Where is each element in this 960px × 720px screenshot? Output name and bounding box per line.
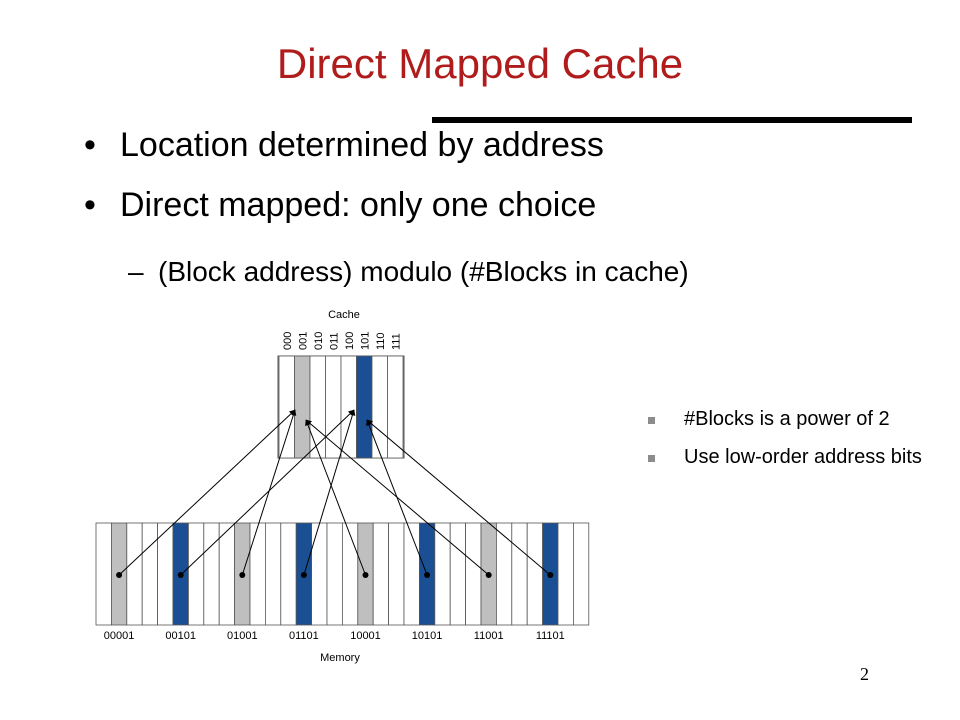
memory-block [372, 522, 390, 626]
memory-block [403, 522, 420, 626]
cache-index-label: 110 [375, 332, 387, 350]
memory-block [573, 522, 590, 626]
memory-block [434, 522, 451, 626]
mapping-arrow [366, 419, 551, 576]
memory-address-label: 00101 [165, 630, 196, 642]
memory-block [311, 522, 328, 626]
cache-index-label: 001 [297, 332, 309, 350]
cache-block [309, 355, 326, 459]
memory-address-label: 00001 [104, 630, 135, 642]
memory-block [187, 522, 205, 626]
memory-address-label: 10101 [412, 630, 443, 642]
bullet-text: Direct mapped: only one choice [120, 186, 597, 224]
memory-block [495, 522, 513, 626]
bullet-dot-icon: • [84, 126, 96, 164]
memory-block [557, 522, 574, 626]
memory-address-label: 10001 [350, 630, 381, 642]
memory-block [264, 522, 282, 626]
cache-block [294, 355, 311, 459]
bullet-item: • Direct mapped: only one choice [84, 188, 604, 222]
memory-block [526, 522, 544, 626]
cache-block [356, 355, 373, 459]
mapping-arrow [180, 409, 355, 576]
memory-address-label: 01001 [227, 630, 258, 642]
main-bullets: • Location determined by address • Direct … [84, 128, 604, 248]
memory-block [141, 522, 158, 626]
memory-block [203, 522, 220, 626]
side-notes: #Blocks is a power of 2 Use low-order ad… [648, 406, 928, 482]
bullet-dot-icon: • [84, 186, 96, 224]
square-bullet-icon [648, 455, 655, 462]
sub-bullet: –(Block address) modulo (#Blocks in cach… [128, 256, 689, 288]
mapping-arrow [241, 409, 297, 576]
cache-index-label: 010 [313, 332, 325, 350]
side-note-item: #Blocks is a power of 2 [648, 406, 928, 432]
page-number: 2 [860, 664, 869, 684]
memory-block [465, 522, 482, 626]
memory-block [280, 522, 297, 626]
memory-block [511, 522, 528, 626]
memory-block [126, 522, 143, 626]
memory-block [95, 522, 112, 626]
memory-block [249, 522, 266, 626]
cache-index-label: 111 [390, 333, 402, 350]
cache-block [387, 355, 404, 459]
memory-address-label: 11001 [474, 630, 504, 642]
side-note-item: Use low-order address bits [648, 444, 928, 470]
cache-block [278, 355, 295, 459]
title-divider [432, 117, 912, 123]
mapping-arrow [118, 409, 296, 576]
cache-block [340, 355, 357, 459]
slide-title: Direct Mapped Cache [276, 40, 684, 87]
mapping-arrow [303, 409, 356, 576]
cache-index-label: 000 [282, 332, 294, 350]
dash-icon: – [128, 256, 144, 287]
mapping-arrow [305, 419, 490, 576]
cache-index-label: 101 [359, 332, 371, 350]
memory-block [341, 522, 359, 626]
memory-block [157, 522, 174, 626]
side-note-text: #Blocks is a power of 2 [684, 408, 890, 430]
memory-block [388, 522, 405, 626]
cache-label: Cache [328, 309, 360, 321]
memory-block [326, 522, 343, 626]
memory-address-label: 01101 [289, 630, 319, 642]
memory-block [218, 522, 235, 626]
memory-label: Memory [320, 652, 360, 664]
cache-index-label: 100 [344, 332, 356, 350]
sub-bullet-text: (Block address) modulo (#Blocks in cache… [158, 256, 689, 287]
square-bullet-icon [648, 417, 655, 424]
side-note-text: Use low-order address bits [684, 446, 922, 468]
cache-block [371, 355, 388, 459]
memory-block [449, 522, 467, 626]
cache-index-label: 011 [328, 332, 340, 350]
memory-address-label: 11101 [536, 630, 565, 642]
mapping-arrow [305, 419, 366, 576]
bullet-item: • Location determined by address [84, 128, 604, 162]
bullet-text: Location determined by address [120, 126, 604, 164]
